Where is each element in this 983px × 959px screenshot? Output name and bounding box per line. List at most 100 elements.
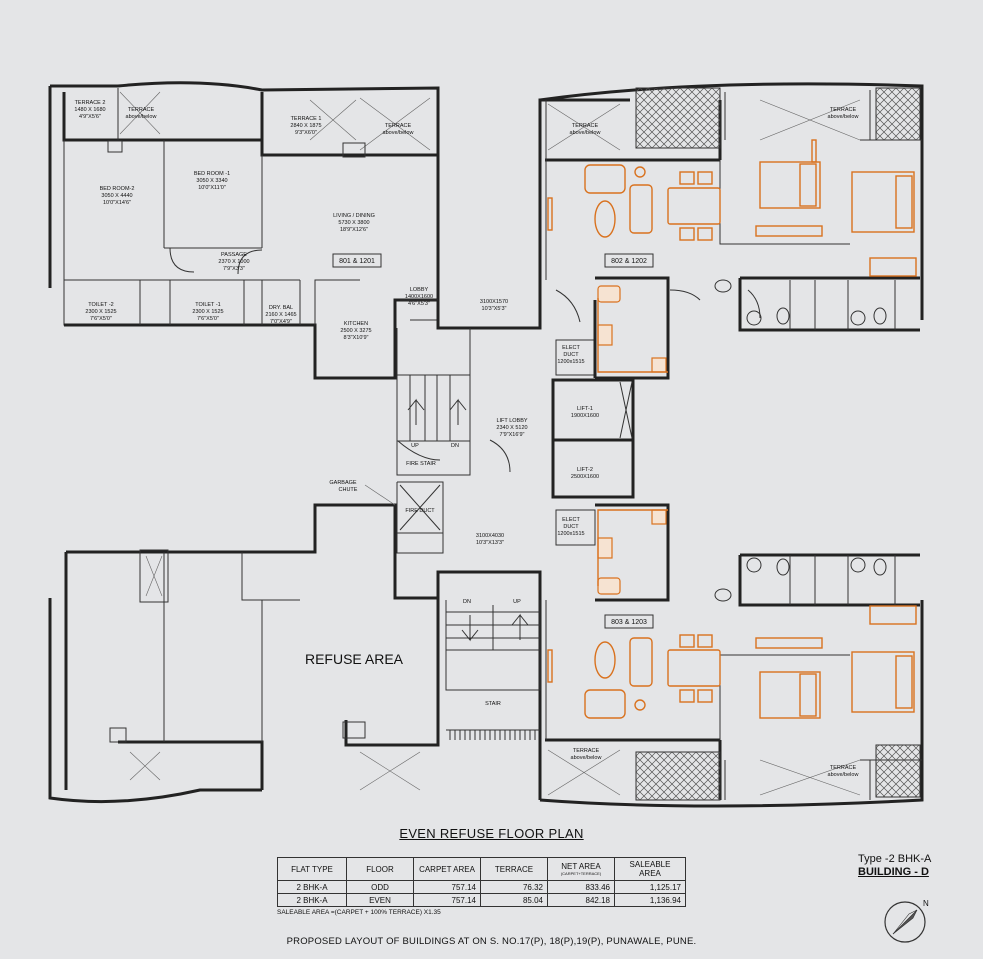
- type-label: Type -2 BHK-A BUILDING - D: [858, 853, 931, 879]
- building-line: BUILDING - D: [858, 866, 929, 878]
- net-area-label: NET AREA: [561, 862, 601, 871]
- fire-duct-label: FIRE DUCT: [405, 508, 435, 514]
- left-bottom-refuse: [48, 503, 440, 804]
- core: [364, 98, 635, 800]
- living-label: LIVING / DINING: [333, 213, 375, 219]
- corridor-bottom-dim: 3100X4030: [476, 533, 504, 539]
- rb-terrace-a-label: TERRACE: [573, 748, 600, 754]
- flat-no-801: 801 & 1201: [339, 258, 375, 265]
- cell-net: 842.18: [547, 893, 615, 907]
- bed-room-1-dim: 3050 X 3340: [196, 178, 227, 184]
- cell-net: 833.46: [547, 880, 615, 894]
- toilet-2-ft: 7'6"X5'0": [90, 316, 112, 322]
- stair-up-bottom-label: UP: [513, 599, 521, 605]
- elect-duct-2-label: ELECT: [562, 517, 580, 523]
- rt-terrace-b-sub: above/below: [828, 114, 859, 120]
- net-area-sub: (CARPET+TERRACE): [560, 871, 602, 876]
- col-terrace: TERRACE: [480, 857, 548, 881]
- type-line: Type -2 BHK-A: [858, 853, 932, 865]
- elect-duct-2-label2: DUCT: [563, 524, 579, 530]
- cell-carpet: 757.14: [413, 880, 481, 894]
- passage-ft: 7'9"X3'3": [223, 266, 245, 272]
- cell-terrace: 85.04: [480, 893, 548, 907]
- rt-terrace-b-label: TERRACE: [830, 107, 857, 113]
- col-flat-type: FLAT TYPE: [277, 857, 347, 881]
- table-row: 2 BHK-A ODD 757.14 76.32 833.46 1,125.17: [277, 880, 686, 894]
- terrace-1-label: TERRACE 1: [291, 116, 322, 122]
- bed-room-2-ft: 10'0"X14'6": [103, 200, 131, 206]
- plan-title: EVEN REFUSE FLOOR PLAN: [0, 826, 983, 841]
- living-ft: 18'9"X12'6": [340, 227, 368, 233]
- footer-caption: PROPOSED LAYOUT OF BUILDINGS AT ON S. NO…: [286, 936, 697, 947]
- elect-duct-1-dim: 1200x1515: [557, 359, 584, 365]
- lift-2-dim: 2500X1600: [571, 474, 599, 480]
- left-top-flat: [48, 81, 440, 380]
- dry-bal-ft: 7'0"X4'9": [270, 319, 292, 325]
- terrace-a-sub: above/below: [126, 114, 157, 120]
- bed-room-1-label: BED ROOM -1: [194, 171, 230, 177]
- passage-label: PASSAGE: [221, 252, 247, 258]
- right-top-flat: [539, 82, 924, 380]
- north-arrow-icon: N: [884, 899, 929, 943]
- stair-dn-label: DN: [451, 443, 459, 449]
- elect-duct-2-dim: 1200x1515: [557, 531, 584, 537]
- cell-flat-type: 2 BHK-A: [277, 880, 347, 894]
- living-dim: 5730 X 3800: [338, 220, 369, 226]
- lift-2-label: LIFT-2: [577, 467, 593, 473]
- rb-terrace-a-sub: above/below: [571, 755, 602, 761]
- refuse-area-label: REFUSE AREA: [305, 651, 404, 667]
- toilet-1-dim: 2300 X 1525: [192, 309, 223, 315]
- flat-no-box-803: [604, 614, 654, 629]
- rt-terrace-a-sub: above/below: [570, 130, 601, 136]
- toilet-2-label: TOILET -2: [88, 302, 113, 308]
- dry-bal-label: DRY. BAL: [269, 305, 293, 311]
- col-carpet-area: CARPET AREA: [413, 857, 481, 881]
- col-floor: FLOOR: [346, 857, 414, 881]
- cell-saleable: 1,136.94: [614, 893, 686, 907]
- flat-no-803: 803 & 1203: [611, 619, 647, 626]
- corridor-top-ft: 10'3"X5'3": [482, 306, 507, 312]
- table-row: 2 BHK-A EVEN 757.14 85.04 842.18 1,136.9…: [277, 893, 686, 907]
- stair-label: STAIR: [485, 701, 501, 707]
- corridor-bottom-ft: 10'3"X13'3": [476, 540, 504, 546]
- terrace-b-label: TERRACE: [385, 123, 412, 129]
- cell-saleable: 1,125.17: [614, 880, 686, 894]
- terrace-2-label: TERRACE 2: [75, 100, 106, 106]
- bed-room-1-ft: 10'0"X11'0": [198, 185, 226, 191]
- terrace-2-dim: 1480 X 1680: [74, 107, 105, 113]
- lift-lobby-dim: 2340 X 5120: [496, 425, 527, 431]
- passage-dim: 2370 X 1000: [218, 259, 249, 265]
- toilet-2-dim: 2300 X 1525: [85, 309, 116, 315]
- lift-1-dim: 1900X1600: [571, 413, 599, 419]
- cell-floor: ODD: [346, 880, 414, 894]
- saleable-formula: SALEABLE AREA =(CARPET + 100% TERRACE) X…: [277, 909, 441, 916]
- elect-duct-1-label2: DUCT: [563, 352, 579, 358]
- lift-lobby-label: LIFT LOBBY: [496, 418, 527, 424]
- col-net-area: NET AREA(CARPET+TERRACE): [547, 857, 615, 881]
- col-saleable-area: SALEABLE AREA: [614, 857, 686, 881]
- rb-terrace-b-label: TERRACE: [830, 765, 857, 771]
- area-table-header-row: FLAT TYPE FLOOR CARPET AREA TERRACE NET …: [277, 857, 686, 881]
- lift-1-label: LIFT-1: [577, 406, 593, 412]
- cell-floor: EVEN: [346, 893, 414, 907]
- lobby-dim: 1400X1600: [405, 294, 433, 300]
- bed-room-2-label: BED ROOM-2: [100, 186, 135, 192]
- rb-terrace-b-sub: above/below: [828, 772, 859, 778]
- terrace-a-label: TERRACE: [128, 107, 155, 113]
- toilet-1-ft: 7'6"X5'0": [197, 316, 219, 322]
- toilet-1-label: TOILET -1: [195, 302, 220, 308]
- kitchen-label: KITCHEN: [344, 321, 368, 327]
- area-table: FLAT TYPE FLOOR CARPET AREA TERRACE NET …: [277, 857, 686, 907]
- cell-carpet: 757.14: [413, 893, 481, 907]
- lobby-label: LOBBY: [410, 287, 429, 293]
- cell-flat-type: 2 BHK-A: [277, 893, 347, 907]
- lobby-ft: 4'6"X5'3": [408, 301, 430, 307]
- elect-duct-1-label: ELECT: [562, 345, 580, 351]
- garbage-label: GARBAGE: [329, 480, 357, 486]
- fire-stair-label: FIRE STAIR: [406, 461, 436, 467]
- stair-up-label: UP: [411, 443, 419, 449]
- stair-dn-bottom-label: DN: [463, 599, 471, 605]
- kitchen-ft: 8'3"X10'9": [344, 335, 369, 341]
- flat-no-box-801: [332, 253, 382, 268]
